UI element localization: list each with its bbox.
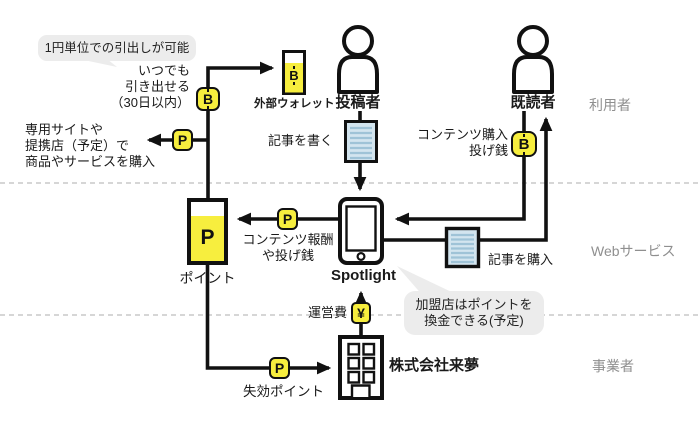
- withdraw-anytime-label: いつでも 引き出せる （30日以内）: [110, 63, 190, 110]
- reader-label: 既読者: [510, 94, 556, 111]
- content-purchase-label: コンテンツ購入 投げ銭: [416, 127, 508, 158]
- flow-article-to-reader: [383, 116, 553, 242]
- merchant-callout-line1: 加盟店はポイントを: [415, 297, 533, 312]
- section-label-web-service: Webサービス: [591, 243, 676, 259]
- point-badge-expired: P: [269, 357, 290, 379]
- section-label-business: 事業者: [592, 358, 634, 374]
- point-badge-spend: P: [172, 129, 193, 151]
- content-reward-label: コンテンツ報酬 や投げ銭: [242, 232, 334, 263]
- merchant-callout-tail: [397, 266, 462, 297]
- operating-cost-label: 運営費: [307, 305, 347, 320]
- bitcoin-badge-withdraw: B: [196, 87, 220, 111]
- points-wallet-symbol: P: [200, 226, 215, 249]
- yen-badge-operating-cost: ¥: [351, 302, 371, 324]
- section-label-users: 利用者: [589, 97, 631, 113]
- company-building-icon: [338, 335, 384, 400]
- point-badge-reward: P: [277, 208, 298, 230]
- merchant-callout: 加盟店はポイントを 換金できる(予定): [404, 291, 544, 335]
- points-label: ポイント: [179, 270, 236, 286]
- smartphone-icon: [338, 197, 384, 265]
- withdrawal-callout: 1円単位での引出しが可能: [38, 35, 196, 61]
- external-wallet-symbol: B: [289, 66, 299, 85]
- flow-withdraw-to-wallet: [206, 61, 275, 198]
- spotlight-label: Spotlight: [331, 267, 396, 284]
- company-label: 株式会社来夢: [389, 357, 480, 374]
- expired-points-label: 失効ポイント: [243, 384, 324, 399]
- merchant-callout-line2: 換金できる(予定): [424, 313, 524, 328]
- poster-person-icon: [337, 25, 379, 94]
- purchased-document-icon: [444, 226, 481, 269]
- buy-article-label: 記事を購入: [488, 252, 554, 267]
- article-document-icon: [344, 120, 378, 163]
- reader-person-icon: [512, 25, 554, 94]
- external-wallet-icon: [282, 50, 306, 95]
- points-wallet-icon: [187, 198, 228, 265]
- poster-label: 投稿者: [335, 94, 381, 111]
- write-article-label: 記事を書く: [267, 133, 333, 148]
- spend-points-label: 専用サイトや 提携店（予定）で 商品やサービスを購入: [25, 122, 156, 169]
- bitcoin-badge-purchase: B: [511, 131, 537, 157]
- external-wallet-label: 外部ウォレット: [254, 98, 335, 110]
- withdrawal-callout-text: 1円単位での引出しが可能: [44, 41, 190, 55]
